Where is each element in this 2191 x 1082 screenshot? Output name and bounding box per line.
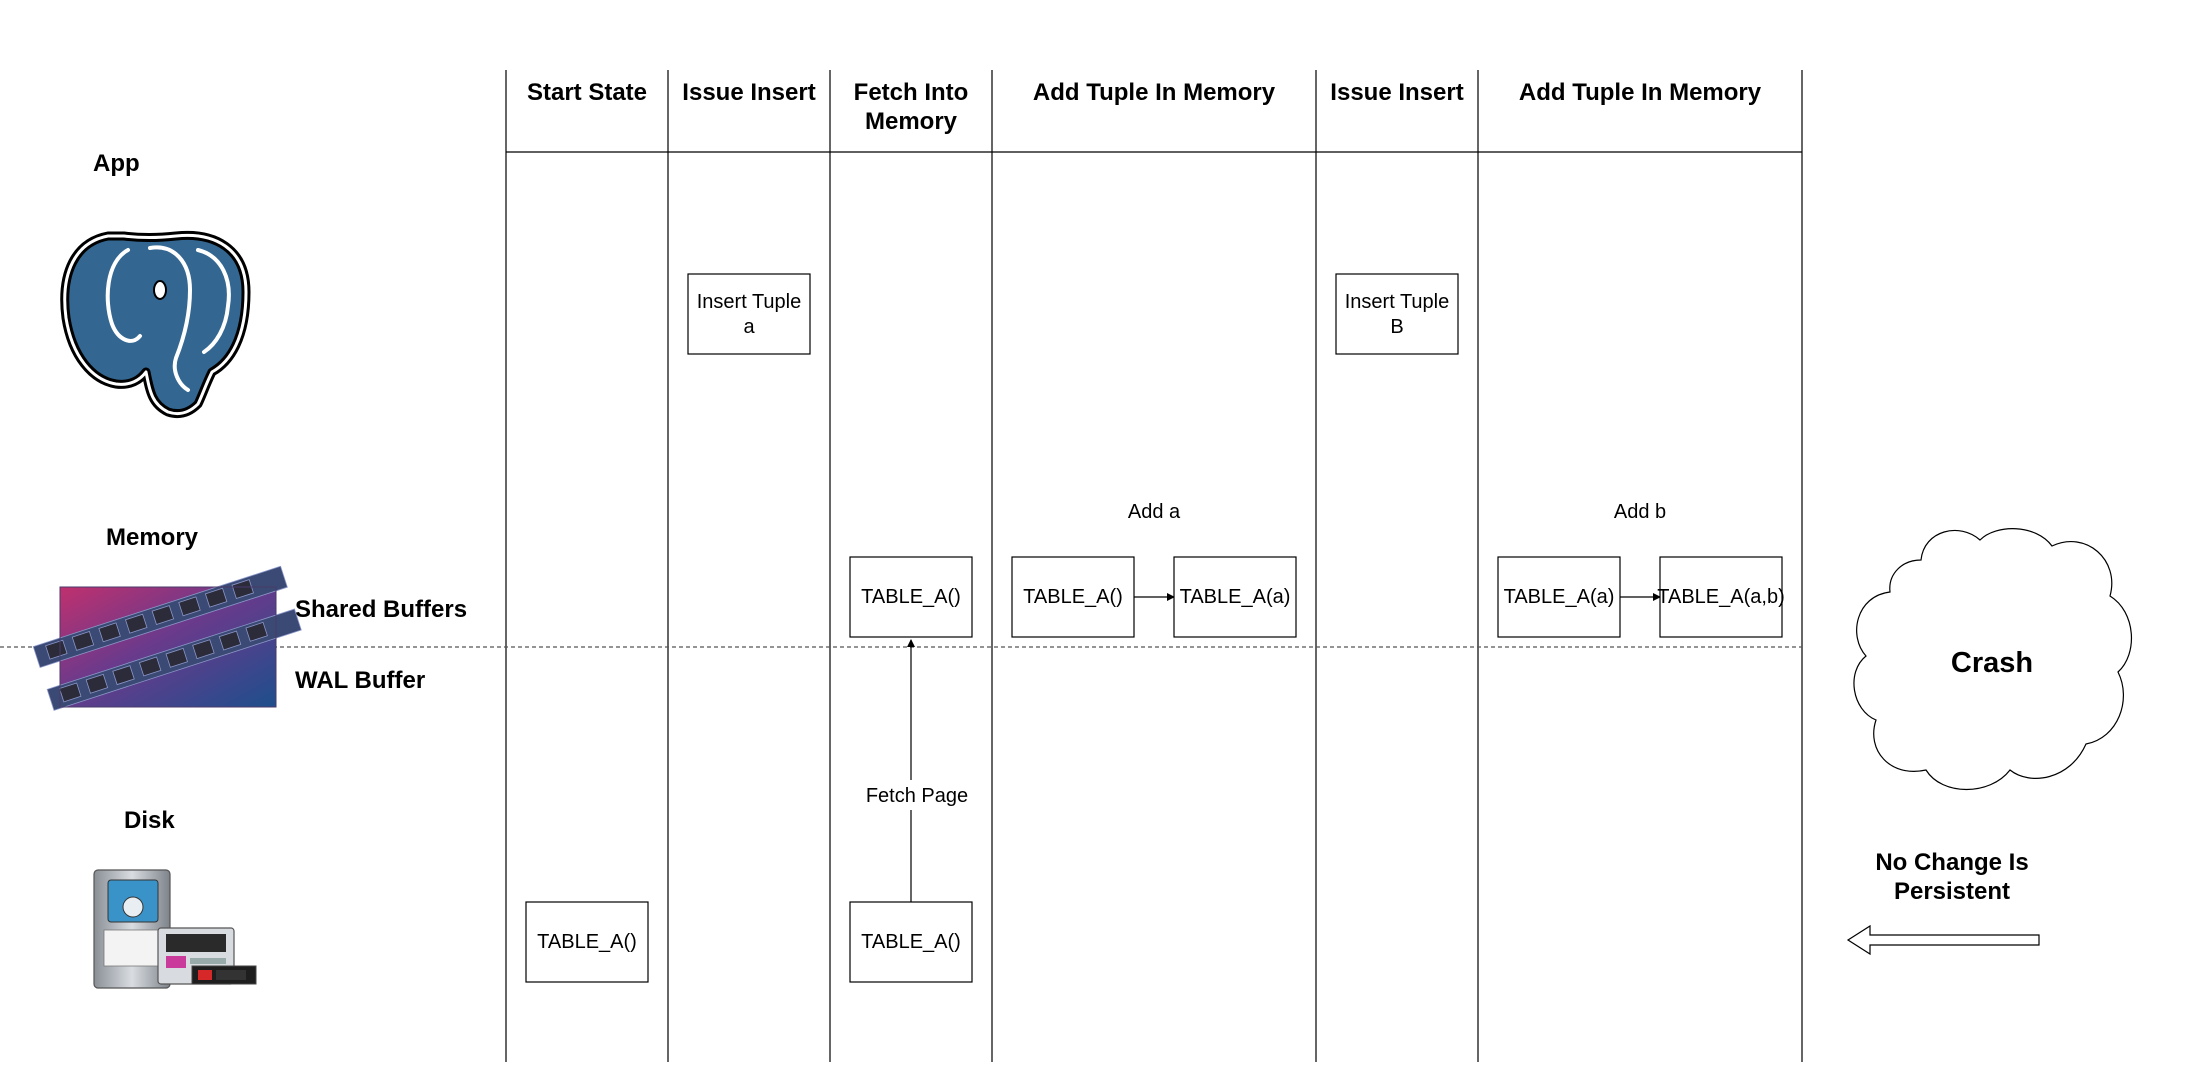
memory-page-box: TABLE_A(a) xyxy=(1497,556,1621,638)
fetch-label-bg xyxy=(862,780,972,810)
svg-text:B: B xyxy=(1390,316,1403,338)
transition-label: Add b xyxy=(1614,501,1666,523)
svg-text:TABLE_A(a,b): TABLE_A(a,b) xyxy=(1657,586,1784,608)
fetch-label: Fetch Page xyxy=(866,785,968,807)
svg-text:TABLE_A(): TABLE_A() xyxy=(861,931,961,953)
postgres-elephant-icon xyxy=(60,230,251,419)
app-action-box: Insert Tuple B xyxy=(1335,273,1459,355)
svg-text:TABLE_A(): TABLE_A() xyxy=(537,931,637,953)
column-headers: Start State Issue Insert Fetch Into Memo… xyxy=(527,79,1762,135)
disk-page-box: TABLE_A() xyxy=(525,901,649,983)
crash-note-line2: Persistent xyxy=(1894,878,2010,905)
row-label-wal-buffer: WAL Buffer xyxy=(295,667,425,694)
left-arrow-icon xyxy=(1846,924,2040,956)
transition-label: Add a xyxy=(1128,501,1181,523)
disk-page-box: TABLE_A() xyxy=(849,901,973,983)
memory-page-box: TABLE_A() xyxy=(849,556,973,638)
svg-text:TABLE_A(): TABLE_A() xyxy=(861,586,961,608)
memory-page-box: TABLE_A(a,b) xyxy=(1657,556,1785,638)
row-label-memory: Memory xyxy=(106,524,199,551)
svg-text:Insert Tuple: Insert Tuple xyxy=(697,291,802,313)
column-header: Issue Insert xyxy=(1330,79,1463,106)
svg-text:TABLE_A(): TABLE_A() xyxy=(1023,586,1123,608)
svg-text:TABLE_A(a): TABLE_A(a) xyxy=(1504,586,1615,608)
ram-chips-icon xyxy=(32,565,302,711)
crash-label: Crash xyxy=(1951,647,2033,679)
storage-drives-icon xyxy=(93,869,257,989)
row-label-app: App xyxy=(93,150,140,177)
row-label-shared-buffers: Shared Buffers xyxy=(295,596,467,623)
swimlane-grid xyxy=(505,70,1803,1062)
svg-text:Insert Tuple: Insert Tuple xyxy=(1345,291,1450,313)
crash-cloud: Crash xyxy=(1853,528,2132,790)
column-header: Issue Insert xyxy=(682,79,815,106)
column-header: Add Tuple In Memory xyxy=(1519,79,1762,106)
column-header: Fetch Into xyxy=(854,79,969,106)
memory-page-box: TABLE_A(a) xyxy=(1173,556,1297,638)
memory-page-box: TABLE_A() xyxy=(1011,556,1135,638)
app-action-box: Insert Tuple a xyxy=(687,273,811,355)
column-header-line2: Memory xyxy=(865,108,958,135)
column-header: Start State xyxy=(527,79,647,106)
column-header: Add Tuple In Memory xyxy=(1033,79,1276,106)
row-label-disk: Disk xyxy=(124,807,175,834)
svg-text:a: a xyxy=(743,316,755,338)
crash-note-line1: No Change Is xyxy=(1875,849,2028,876)
svg-text:TABLE_A(a): TABLE_A(a) xyxy=(1180,586,1291,608)
